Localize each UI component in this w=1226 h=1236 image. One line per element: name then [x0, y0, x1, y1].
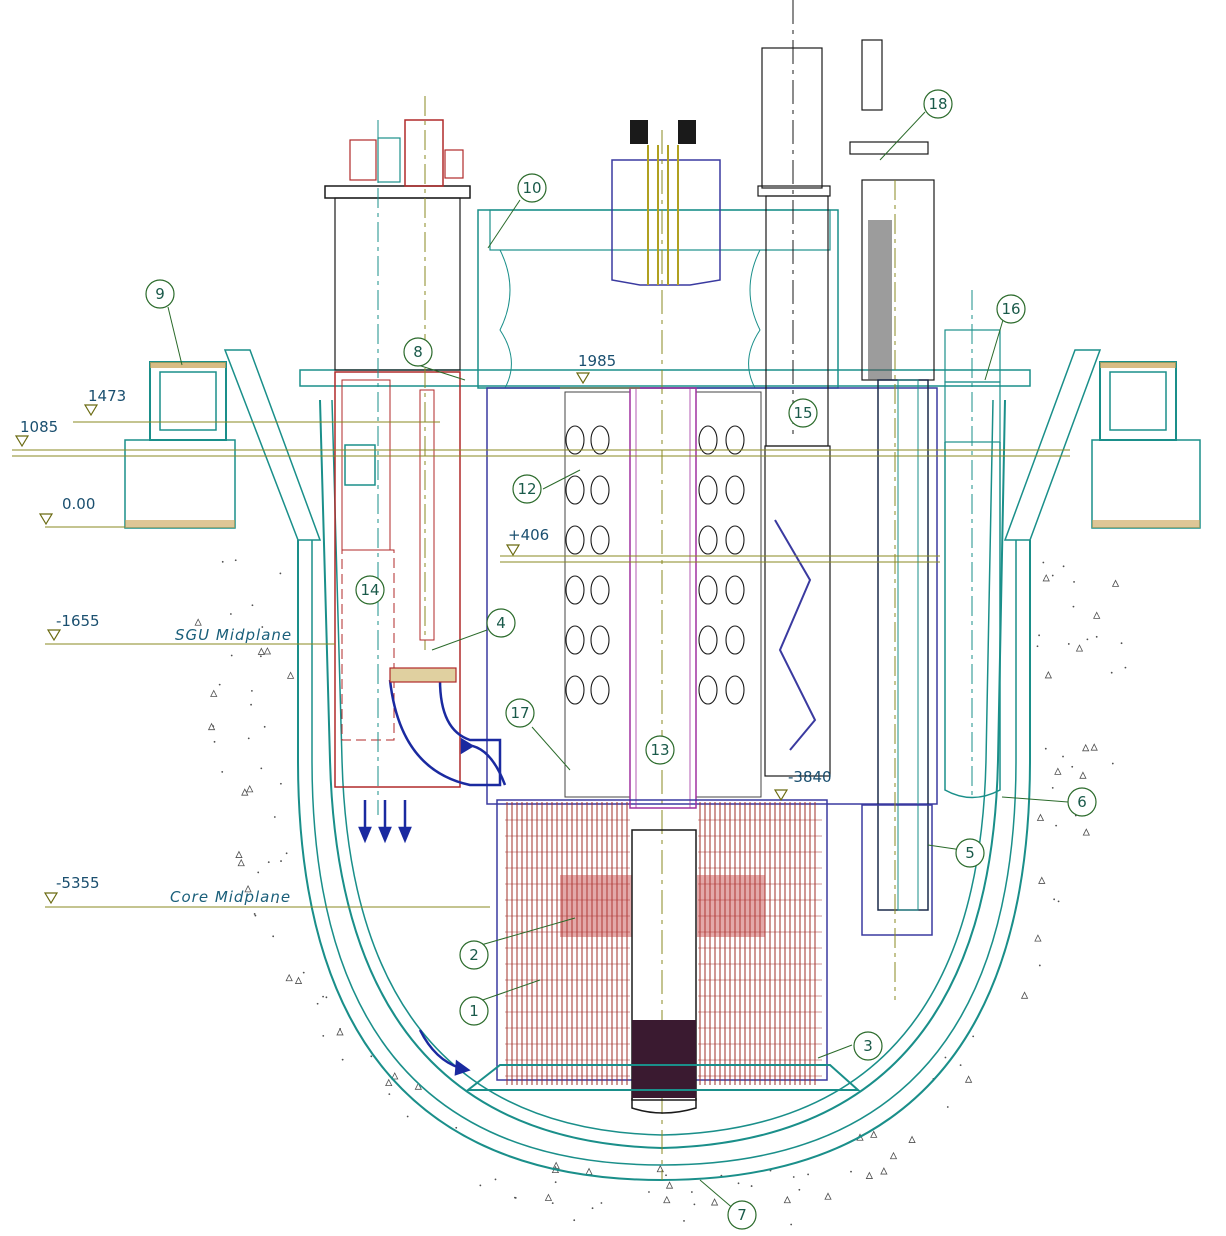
callout-label: 15 [793, 404, 812, 422]
pump-discharge-pipe [388, 679, 502, 787]
core-support-structure [465, 1064, 861, 1091]
callout-15: 15 [788, 398, 818, 428]
callout-leaders [167, 111, 1069, 1211]
callout-label: 3 [863, 1037, 873, 1055]
callout-label: 6 [1077, 793, 1087, 811]
elevation-label-m5355: -5355 [56, 874, 100, 892]
base-slab-left-hatch [125, 520, 235, 528]
plug-beam [489, 209, 831, 251]
callout-label: 12 [517, 480, 536, 498]
callout-label: 7 [737, 1206, 747, 1224]
heat-exchanger-ports [565, 425, 745, 705]
callout-12: 12 [512, 474, 542, 504]
callout-label: 17 [510, 704, 529, 722]
callout-label: 18 [928, 95, 947, 113]
elevation-label-0: 0.00 [62, 495, 95, 513]
concrete-hatching [194, 559, 1127, 1226]
vessel-support-right [1003, 349, 1102, 541]
callout-2: 2 [459, 940, 489, 970]
elevation-triangles [14, 372, 789, 905]
base-slab-left [124, 439, 236, 529]
callout-label: 10 [522, 179, 541, 197]
callout-label: 14 [360, 581, 379, 599]
callout-10: 10 [517, 173, 547, 203]
base-slab-right [1091, 439, 1201, 529]
callout-label: 2 [469, 946, 479, 964]
callout-3: 3 [853, 1031, 883, 1061]
vessel-support-left [223, 349, 322, 541]
callout-5: 5 [955, 838, 985, 868]
callout-label: 5 [965, 844, 975, 862]
sgu-midplane-label: SGU Midplane [175, 626, 292, 644]
decay-heat-exchanger [944, 290, 1001, 800]
callout-7: 7 [727, 1200, 757, 1230]
callout-13: 13 [645, 735, 675, 765]
core-midplane-label: Core Midplane [170, 888, 291, 906]
elevation-label-1085: 1085 [20, 418, 58, 436]
callout-4: 4 [486, 608, 516, 638]
heat-exchanger-right [695, 391, 762, 798]
right-component-column [849, 39, 935, 1000]
control-rod-lower [632, 1020, 696, 1098]
callout-label: 16 [1001, 300, 1020, 318]
elevation-label-406: +406 [508, 526, 549, 544]
callout-label: 13 [650, 741, 669, 759]
active-core-left [560, 875, 632, 937]
elevation-label-m1655: -1655 [56, 612, 100, 630]
box-beam-left [149, 361, 227, 441]
callout-8: 8 [403, 337, 433, 367]
callout-17: 17 [505, 698, 535, 728]
callout-1: 1 [459, 996, 489, 1026]
elevation-lines [12, 387, 1070, 908]
top-deck [299, 369, 1031, 387]
heat-exchanger-left [564, 391, 631, 798]
base-slab-right-hatch [1092, 520, 1200, 528]
active-core-right [697, 875, 765, 937]
elevation-label-1473: 1473 [88, 387, 126, 405]
upper-instrument-structure [611, 120, 721, 286]
primary-pump [324, 96, 471, 815]
callout-label: 8 [413, 343, 423, 361]
guard-vessel-inner [311, 540, 1017, 1166]
callout-9: 9 [145, 279, 175, 309]
pump-impeller-box [389, 667, 457, 683]
callout-label: 9 [155, 285, 165, 303]
callout-18: 18 [923, 89, 953, 119]
elevation-label-1985: 1985 [578, 352, 616, 370]
plug-wavy-section [499, 249, 761, 389]
callout-14: 14 [355, 575, 385, 605]
callout-16: 16 [996, 294, 1026, 324]
upper-internals [486, 387, 938, 805]
fuel-assemblies [505, 802, 822, 1085]
box-beam-right [1099, 361, 1177, 441]
callout-label: 1 [469, 1002, 479, 1020]
elevation-label-m3840: -3840 [788, 768, 832, 786]
control-rod-column [631, 829, 697, 1101]
fuel-handling-machine [757, 0, 831, 777]
callout-6: 6 [1067, 787, 1097, 817]
callout-label: 4 [496, 614, 506, 632]
control-rod-bottom [631, 1098, 697, 1114]
flow-arrows [358, 737, 507, 1076]
central-column-inner [635, 387, 691, 809]
